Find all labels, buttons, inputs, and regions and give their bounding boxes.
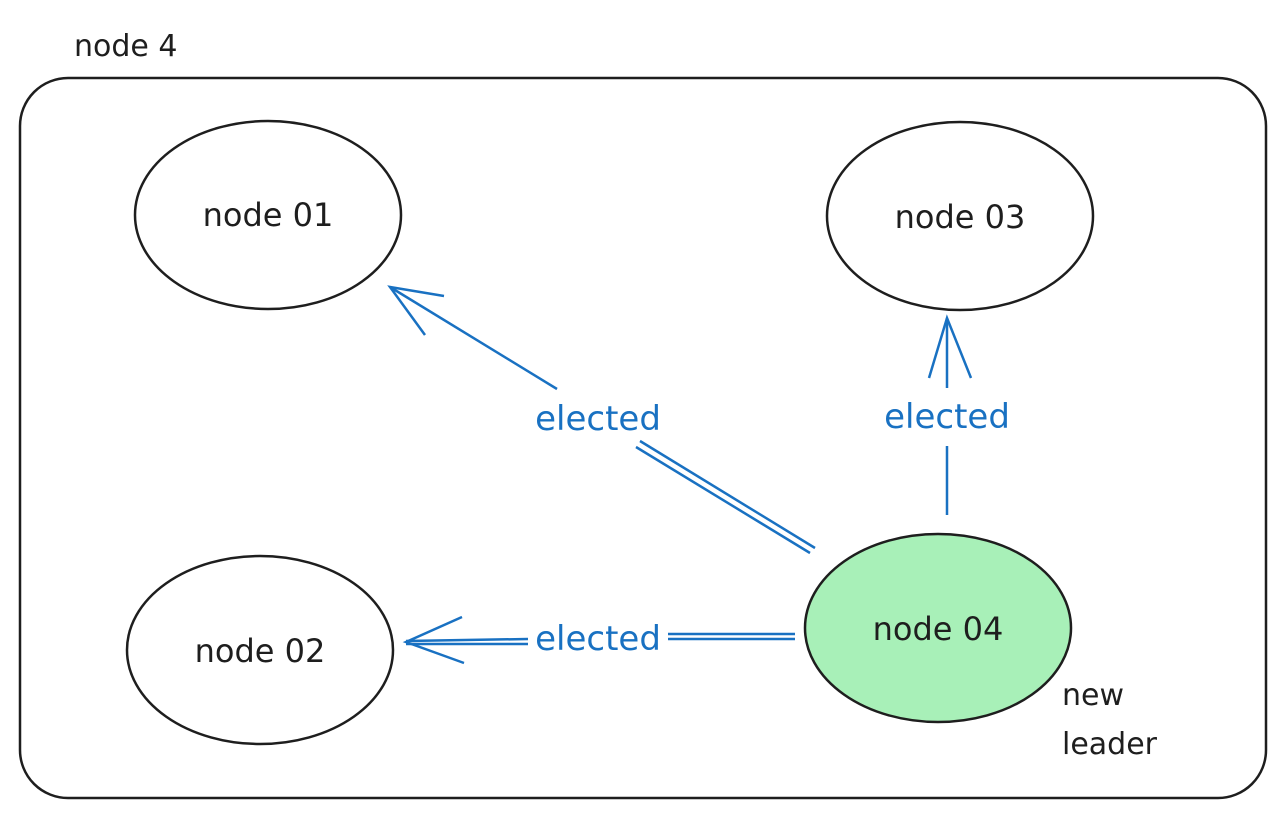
edge-04-to-03-arrowhead: [927, 314, 973, 379]
node-03[interactable]: node 03: [825, 120, 1095, 312]
node-04-circle: [803, 532, 1073, 724]
edge-04-to-01-label: elected: [535, 399, 661, 439]
node-01-label: node 01: [203, 196, 334, 234]
leader-note-line2: leader: [1062, 727, 1158, 762]
node-01[interactable]: node 01: [133, 119, 403, 311]
node-02-circle: [125, 554, 395, 746]
edge-04-to-02-label: elected: [535, 619, 661, 659]
node-03-label: node 03: [895, 198, 1026, 236]
edge-04-to-01-line-a: [639, 439, 816, 550]
node-04-label: node 04: [873, 610, 1004, 648]
edge-04-to-01-arrowhead: [387, 285, 445, 336]
edge-04-to-02-arrowhead: [402, 615, 465, 665]
edge-04-to-01-line-c: [389, 285, 558, 391]
edge-04-to-03-label: elected: [884, 397, 1010, 437]
edge-04-to-02-line-c: [405, 637, 529, 643]
node-01-circle: [133, 119, 403, 311]
node-02-label: node 02: [195, 632, 326, 670]
edge-04-to-03: [927, 314, 973, 515]
node-04[interactable]: node 04: [803, 532, 1073, 724]
edge-04-to-01: [387, 285, 816, 555]
container-box: [18, 76, 1268, 800]
edge-04-to-02: [402, 615, 795, 665]
container-label: node 4: [74, 29, 178, 64]
leader-note-line1: new: [1062, 678, 1124, 713]
edge-04-to-01-line-b: [635, 445, 811, 555]
node-02[interactable]: node 02: [125, 554, 395, 746]
node-03-circle: [825, 120, 1095, 312]
